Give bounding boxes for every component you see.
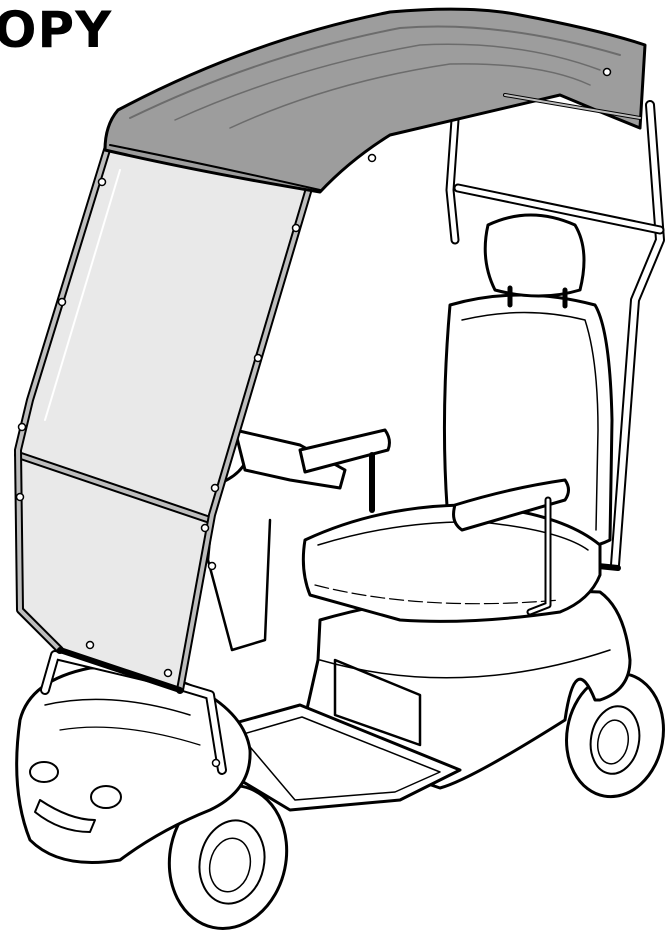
headrest bbox=[483, 213, 586, 309]
floor-board bbox=[208, 703, 462, 812]
frame-bolts bbox=[15, 67, 612, 768]
seat-cushion bbox=[301, 503, 602, 623]
canopy-roof bbox=[103, 7, 647, 194]
seat-back bbox=[442, 293, 614, 552]
windshield bbox=[14, 136, 314, 694]
canopy-rear-frame bbox=[445, 100, 665, 571]
rear-wheel bbox=[565, 671, 665, 799]
front-shroud bbox=[15, 666, 252, 864]
armrest bbox=[452, 478, 570, 616]
section-heading: OPY bbox=[0, 1, 113, 59]
front-wheel bbox=[167, 784, 289, 930]
